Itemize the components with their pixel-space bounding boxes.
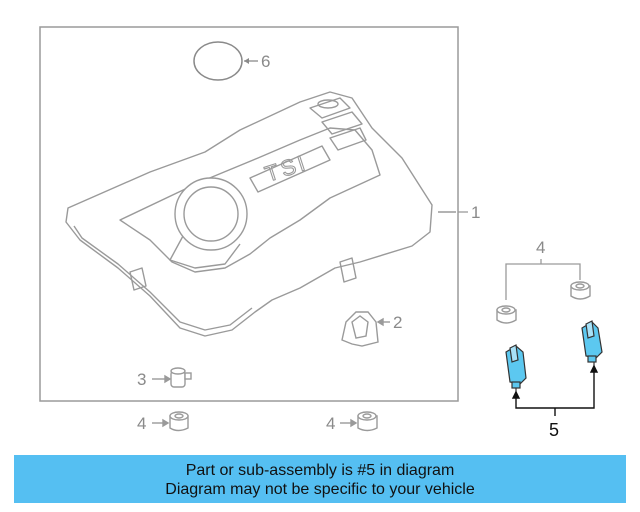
part-5-stud-left[interactable] <box>505 344 527 394</box>
callout-4-mid: 4 <box>326 414 335 433</box>
part-1-engine-cover[interactable]: TSI <box>65 91 456 337</box>
part-6-cap[interactable]: 6 <box>193 41 270 81</box>
part-4-grommet-left[interactable] <box>152 411 189 432</box>
part-4-grommet-right-a[interactable] <box>496 305 517 324</box>
part-5-stud-right[interactable] <box>581 320 603 368</box>
callout-2: 2 <box>393 313 402 332</box>
parts-diagram: 6 TSI 1 2 3 4 <box>39 26 603 440</box>
callout-6: 6 <box>261 52 270 71</box>
callout-3: 3 <box>137 370 146 389</box>
part-5-leader <box>511 364 599 416</box>
part-4-grommet-mid[interactable] <box>340 411 378 432</box>
callout-4-top: 4 <box>536 238 545 257</box>
tsi-badge: TSI <box>262 150 311 187</box>
banner-line-1: Part or sub-assembly is #5 in diagram <box>185 462 455 479</box>
info-banner: Part or sub-assembly is #5 in diagram Di… <box>14 455 626 503</box>
assembly-frame <box>39 26 459 402</box>
part-4-grommet-right-b[interactable] <box>570 281 591 300</box>
part-3-clip[interactable] <box>152 367 192 388</box>
part-2-bracket[interactable] <box>341 311 390 347</box>
callout-4-left: 4 <box>137 414 146 433</box>
callout-1: 1 <box>471 203 480 222</box>
callout-5: 5 <box>549 420 559 440</box>
part-4-leader <box>505 259 581 300</box>
banner-line-2: Diagram may not be specific to your vehi… <box>165 481 475 498</box>
